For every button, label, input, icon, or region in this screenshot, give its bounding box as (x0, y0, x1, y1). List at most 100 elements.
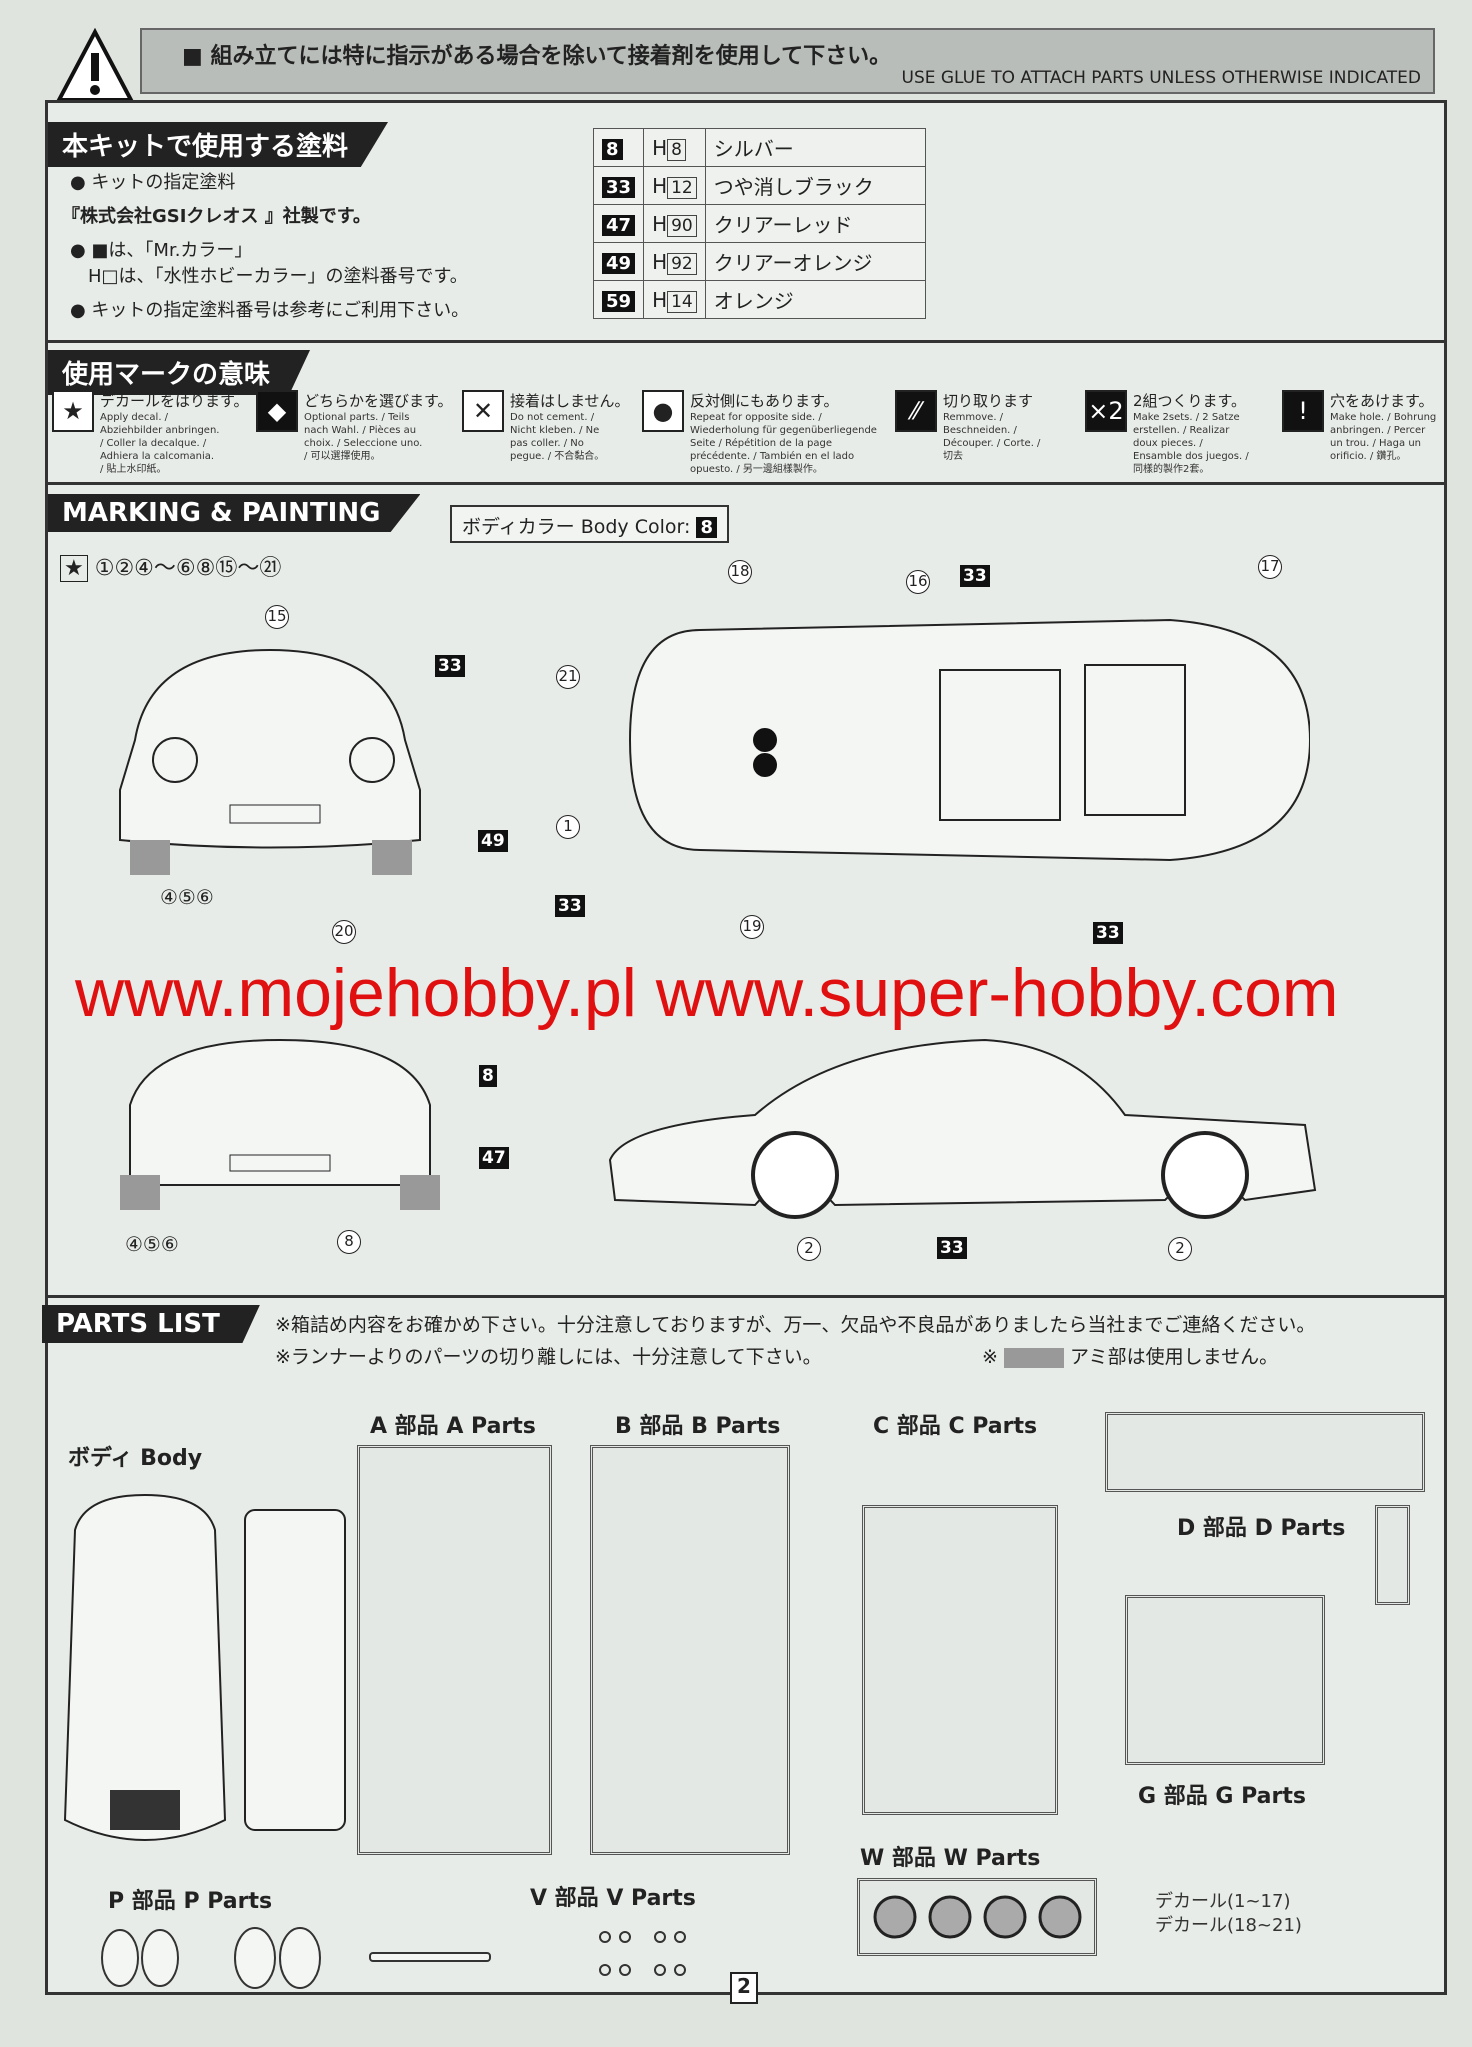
callout-number: 17 (1258, 555, 1282, 579)
h-color-code: 92 (667, 252, 697, 275)
paint-callout: 33 (960, 565, 990, 587)
drill-hole-icon: ! (1282, 390, 1324, 432)
b-parts-runner (590, 1445, 790, 1855)
h-prefix: H (652, 135, 668, 160)
body-color-code: 8 (696, 517, 717, 538)
paint-callout: 33 (1093, 922, 1123, 944)
p-parts-label: P 部品 P Parts (108, 1889, 273, 1914)
h-prefix: H (652, 211, 668, 236)
paint-callout: 47 (479, 1147, 509, 1169)
mr-color-code: 49 (602, 252, 636, 274)
paint-note: 『株式会社GSIクレオス 』社製です。 (62, 206, 371, 227)
page-number: 2 (730, 1972, 758, 2004)
mark-label: 切り取ります (943, 392, 1034, 410)
mr-color-code: 8 (602, 138, 623, 160)
mark-sub: Do not cement. / Nicht kleben. / Ne pas … (510, 412, 605, 462)
callout-number: 21 (556, 665, 580, 689)
paint-name: クリアーオレンジ (704, 242, 926, 281)
callout-33: 33 (435, 655, 465, 677)
v-parts-drawing (599, 1931, 686, 1976)
g-parts-label: G 部品 G Parts (1138, 1784, 1306, 1809)
mark-optional: ◆ どちらかを選びます。 Optional parts. / Teils nach … (256, 390, 453, 463)
make-two-icon: ×2 (1085, 390, 1127, 432)
star-decal-icon: ★ (52, 390, 94, 432)
callout-21: 21 (556, 665, 580, 689)
mark-sub: Optional parts. / Teils nach Wahl. / Piè… (304, 412, 423, 462)
parts-note: ※ランナーよりのパーツの切り離しには、十分注意して下さい。 (275, 1346, 822, 1368)
mesh-note: ※ アミ部は使用しません。 (982, 1342, 1278, 1369)
callout-8-circle: 8 (337, 1230, 361, 1254)
callout-number: 2 (797, 1237, 821, 1261)
callout-15: 15 (265, 605, 289, 629)
car-rear-view (120, 1038, 440, 1210)
h-prefix: H (652, 287, 668, 312)
mark-decal: ★ デカールをはります。 Apply decal. / Abziehbilder a… (52, 390, 249, 476)
warning-text-en: USE GLUE TO ATTACH PARTS UNLESS OTHERWIS… (901, 68, 1422, 88)
decal-label: デカール(18~21) (1155, 1915, 1302, 1936)
opposite-side-icon: ● (642, 390, 684, 432)
mark-sub: Make 2sets. / 2 Satze erstellen. / Reali… (1133, 412, 1249, 475)
note-prefix: ※ (982, 1346, 998, 1368)
mark-opposite: ● 反対側にもあります。 Repeat for opposite side. / W… (642, 390, 880, 476)
optional-arrow-icon: ◆ (256, 390, 298, 432)
a-parts-runner (357, 1445, 552, 1855)
mark-hole: ! 穴をあけます。 Make hole. / Bohrung anbringen. … (1282, 390, 1440, 463)
w-parts-label: W 部品 W Parts (860, 1846, 1041, 1871)
paint-name: つや消しブラック (704, 166, 926, 205)
callout-number: 2 (1168, 1237, 1192, 1261)
c-parts-runner (862, 1505, 1058, 1815)
paint-note: ● キットの指定塗料 (70, 172, 236, 193)
warning-triangle-icon (55, 28, 135, 102)
callout-number: 1 (556, 815, 580, 839)
callout-8: 8 (479, 1065, 497, 1087)
rear-option-label: ④⑤⑥ (125, 1232, 179, 1256)
mark-no-cement: ✕ 接着はしません。 Do not cement. / Nicht kleben. … (462, 390, 630, 463)
mark-label: 接着はしません。 (510, 392, 630, 410)
a-parts-label: A 部品 A Parts (370, 1414, 536, 1439)
divider (45, 482, 1447, 485)
no-cement-icon: ✕ (462, 390, 504, 432)
d-parts-label: D 部品 D Parts (1177, 1516, 1346, 1541)
paint-callout: 8 (479, 1065, 497, 1087)
paint-callout: 33 (555, 895, 585, 917)
callout-2: 2 (797, 1237, 821, 1261)
callout-33: 33 (1093, 922, 1123, 944)
callout-1: 1 (556, 815, 580, 839)
callout-18: 18 (728, 560, 752, 584)
mark-label: 2組つくります。 (1133, 392, 1247, 410)
h-prefix: H (652, 173, 668, 198)
parts-section-title: PARTS LIST (42, 1305, 260, 1343)
mark-label: 反対側にもあります。 (690, 392, 839, 410)
h-prefix: H (652, 249, 668, 274)
front-option-label: ④⑤⑥ (160, 885, 214, 909)
body-part-drawing (63, 1493, 227, 1841)
decal-label: デカール(1~17) (1155, 1891, 1291, 1912)
h-color-code: 12 (667, 176, 697, 199)
mark-sub: Make hole. / Bohrung anbringen. / Percer… (1330, 412, 1437, 462)
wheel-parts (873, 1895, 1082, 1939)
mark-sub: Repeat for opposite side. / Wiederholung… (690, 412, 877, 475)
g-parts-runner (1125, 1595, 1325, 1765)
paint-note: ● キットの指定塗料番号は参考にご利用下さい。 (70, 300, 470, 321)
callout-2: 2 (1168, 1237, 1192, 1261)
body-color-box: ボディカラー Body Color: 8 (450, 505, 729, 543)
callout-49: 49 (478, 830, 508, 852)
callout-33: 33 (960, 565, 990, 587)
mark-sub: Apply decal. / Abziehbilder anbringen. /… (100, 412, 220, 475)
c-parts-label: C 部品 C Parts (873, 1414, 1038, 1439)
h-color-code: 14 (667, 290, 697, 313)
mark-label: デカールをはります。 (100, 392, 249, 410)
paint-note: ● ■は、「Mr.カラー」 (70, 240, 253, 261)
paint-section-title: 本キットで使用する塗料 (48, 122, 389, 167)
car-front-view (119, 648, 421, 875)
mark-label: 穴をあけます。 (1330, 392, 1434, 410)
callout-33: 33 (937, 1237, 967, 1259)
decal-numbers: ①②④～⑥⑧⑮～㉑ (94, 556, 282, 581)
mark-label: どちらかを選びます。 (304, 392, 453, 410)
cut-off-icon: ⁄⁄ (895, 390, 937, 432)
